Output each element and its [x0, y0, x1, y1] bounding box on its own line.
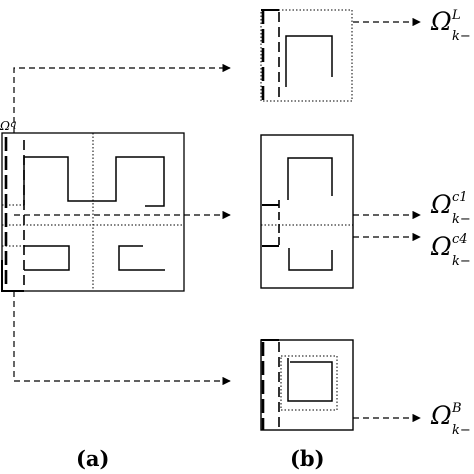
subdomain-c4-curve [288, 248, 333, 271]
subdomain-L [260, 9, 353, 102]
panel-a-curve-top [23, 156, 165, 207]
svg-text:c4: c4 [452, 232, 468, 247]
subdomain-c [260, 134, 354, 289]
panel-a-cut-label: Ωq [0, 119, 16, 133]
svg-text:L: L [451, 8, 461, 23]
panel-a-cut-corner [1, 260, 24, 292]
subdomain-c1-curve [287, 157, 333, 200]
subdomain-L-curve [285, 35, 333, 87]
arrow-to-left-subdomain [13, 63, 231, 133]
omega-B-label: Ω B k− [430, 401, 471, 438]
omega-L-label: Ω L k− [430, 7, 471, 44]
svg-text:k−: k− [452, 254, 471, 269]
svg-text:c1: c1 [452, 190, 468, 205]
subdomain-B-curve [287, 358, 333, 402]
subdomain-c-border [260, 134, 354, 289]
svg-text:Ω: Ω [430, 401, 452, 430]
svg-text:k−: k− [452, 423, 471, 438]
panel-a-curve-bottom-left [24, 245, 70, 271]
svg-text:k−: k− [452, 212, 471, 227]
svg-text:Ω: Ω [430, 190, 452, 219]
panel-a-curve-bottom-right [118, 245, 165, 271]
svg-text:B: B [451, 401, 462, 416]
svg-text:k−: k− [452, 29, 471, 44]
svg-text:Ω: Ω [430, 7, 452, 36]
omega-c1-label: Ω c1 k− [430, 190, 471, 227]
subdomain-B [260, 339, 354, 431]
svg-text:Ω: Ω [430, 232, 452, 261]
panel-a-to-b-arrows [13, 63, 231, 386]
omega-c4-label: Ω c4 k− [430, 232, 471, 269]
target-labels: Ω L k− Ω c1 k− Ω c4 k− Ω B k− [430, 7, 471, 438]
arrow-to-bottom-subdomain [13, 291, 231, 386]
panel-b-caption: (b) [290, 446, 325, 471]
panel-b-to-label-arrows [353, 17, 421, 423]
panel-a-caption: (a) [76, 446, 109, 471]
subdomain-B-border [260, 339, 354, 431]
panel-a-domain: Ωq [0, 119, 185, 292]
subdomain-B-inner-dotted [280, 355, 338, 411]
subdomain-L-border [260, 9, 353, 102]
